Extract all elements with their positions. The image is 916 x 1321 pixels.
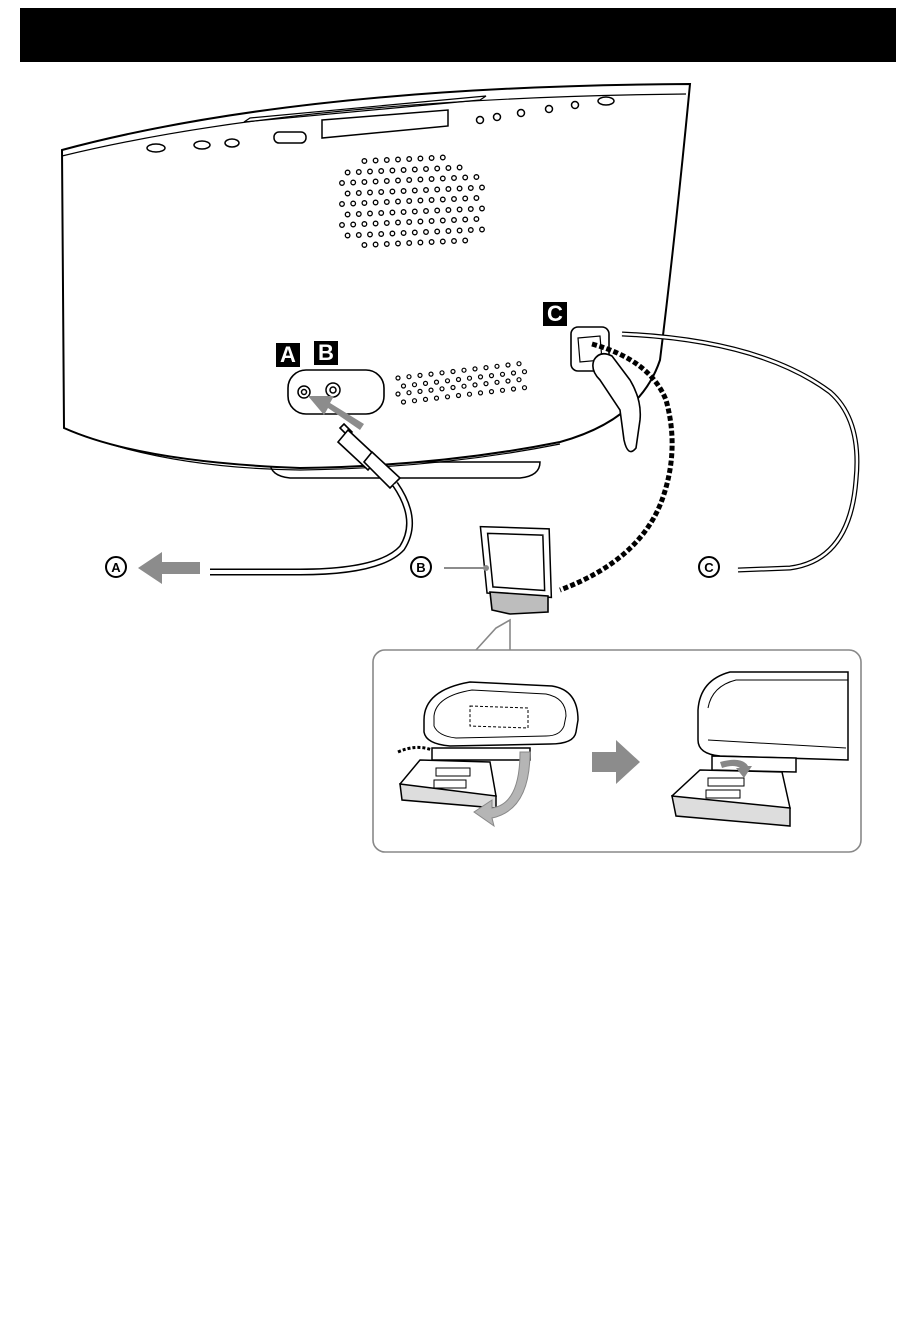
circle-label-c-text: C [704, 560, 714, 575]
step-arrow [592, 740, 640, 784]
circle-label-b: B [411, 557, 431, 577]
loop-antenna [484, 530, 548, 614]
port-label-c-text: C [547, 301, 563, 326]
port-label-b: B [314, 340, 338, 365]
port-label-c: C [543, 301, 567, 326]
port-label-a: A [276, 342, 300, 367]
circle-label-a-text: A [111, 560, 121, 575]
speaker-unit [62, 84, 690, 478]
twist-wire-small [398, 747, 432, 752]
port-label-a-text: A [280, 342, 296, 367]
circle-label-a: A [106, 557, 126, 577]
antenna-base-step2 [672, 672, 848, 826]
circle-label-c: C [699, 557, 719, 577]
circle-label-b-text: B [416, 560, 425, 575]
antenna-base-step1 [400, 682, 578, 808]
cable-a [210, 484, 410, 572]
arrow-to-a [138, 552, 200, 584]
port-label-b-text: B [318, 340, 334, 365]
leader-b-dot [483, 565, 489, 571]
